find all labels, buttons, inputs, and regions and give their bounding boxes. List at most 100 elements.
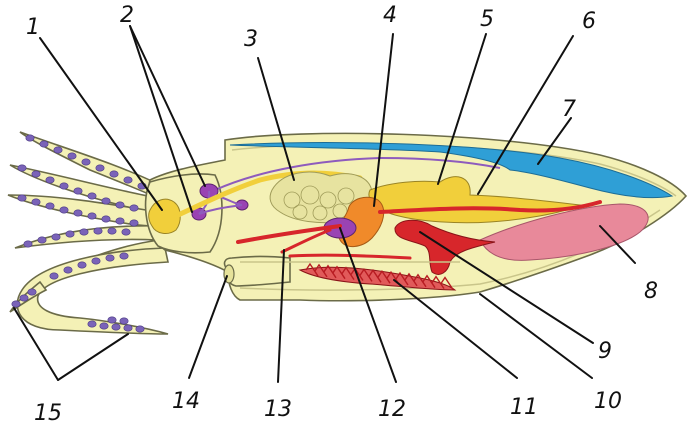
gill-filament — [395, 271, 409, 286]
leader-1 — [39, 37, 163, 211]
gill-filament — [422, 274, 436, 289]
sucker — [51, 233, 61, 241]
label-11: 11 — [510, 395, 538, 420]
sucker — [111, 323, 121, 331]
branchial-vessel — [236, 200, 602, 244]
sucker — [101, 197, 111, 205]
leader-13 — [277, 249, 285, 383]
sucker — [105, 254, 115, 262]
leader-6 — [477, 35, 574, 195]
sucker — [129, 204, 139, 212]
sucker — [123, 324, 133, 332]
label-3: 3 — [244, 27, 258, 52]
sucker — [123, 176, 133, 184]
sucker — [67, 152, 77, 160]
esophagus — [173, 170, 363, 219]
label-2: 2 — [120, 3, 134, 28]
gill-filament — [314, 263, 328, 278]
sucker — [73, 187, 83, 195]
sucker — [11, 300, 21, 308]
sucker — [87, 320, 97, 328]
label-9: 9 — [598, 339, 612, 364]
label-15: 15 — [34, 401, 62, 426]
gill-filament — [368, 269, 382, 283]
sucker — [17, 194, 27, 202]
sucker — [91, 257, 101, 265]
sucker — [129, 219, 139, 227]
gill-filament — [431, 275, 445, 289]
leader-lines — [13, 25, 636, 383]
sucker — [93, 227, 103, 235]
sucker — [27, 288, 37, 296]
sucker — [49, 272, 59, 280]
label-7: 7 — [562, 97, 576, 122]
leader-15b — [57, 333, 129, 381]
gill-filament — [404, 272, 418, 287]
arms — [7, 131, 169, 335]
gill-filament — [332, 265, 346, 280]
sucker — [81, 158, 91, 166]
gill-filament — [413, 273, 427, 288]
sucker — [31, 170, 41, 178]
label-12: 12 — [378, 397, 406, 422]
sucker — [109, 170, 119, 178]
leader-2a — [129, 25, 193, 213]
gill-filament — [350, 267, 364, 281]
sucker — [45, 176, 55, 184]
sucker — [53, 146, 63, 154]
sucker — [59, 182, 69, 190]
gill-filament — [323, 264, 337, 279]
sucker — [59, 206, 69, 214]
leader-7 — [537, 117, 572, 165]
gill-filament — [440, 276, 454, 290]
sucker — [31, 198, 41, 206]
sucker — [65, 230, 75, 238]
sucker — [107, 316, 117, 324]
sucker — [79, 228, 89, 236]
leader-12 — [339, 227, 397, 383]
nerve-dorsal — [214, 156, 501, 191]
leader-3 — [257, 57, 295, 181]
gill-filament — [341, 266, 355, 280]
label-1: 1 — [26, 15, 40, 40]
sucker — [63, 266, 73, 274]
label-5: 5 — [480, 7, 494, 32]
sucker — [101, 215, 111, 223]
sucker — [119, 252, 129, 260]
sucker — [115, 201, 125, 209]
sucker — [77, 261, 87, 269]
sucker — [19, 294, 29, 302]
leader-2b — [129, 25, 206, 187]
organs — [148, 142, 674, 291]
sucker — [23, 240, 33, 248]
gill-filament — [305, 262, 319, 277]
gonad — [479, 203, 649, 261]
sucker — [37, 236, 47, 244]
leader-8 — [599, 225, 636, 264]
sucker — [121, 228, 131, 236]
sucker — [87, 212, 97, 220]
sucker — [25, 134, 35, 142]
leader-14 — [188, 275, 228, 379]
leader-11 — [393, 279, 518, 379]
sucker — [99, 322, 109, 330]
funnel — [223, 255, 291, 287]
label-4: 4 — [383, 3, 397, 28]
gladius — [229, 142, 674, 199]
gill — [298, 262, 457, 291]
sucker — [73, 209, 83, 217]
suckers — [11, 134, 147, 333]
buccal-mass — [148, 198, 181, 234]
sucker — [45, 202, 55, 210]
gill-filament — [386, 270, 400, 285]
intestine — [280, 228, 332, 254]
sucker — [39, 140, 49, 148]
label-10: 10 — [594, 389, 622, 414]
label-14: 14 — [172, 389, 200, 414]
sucker — [115, 217, 125, 225]
label-6: 6 — [582, 9, 596, 34]
label-13: 13 — [264, 397, 292, 422]
sucker — [17, 164, 27, 172]
